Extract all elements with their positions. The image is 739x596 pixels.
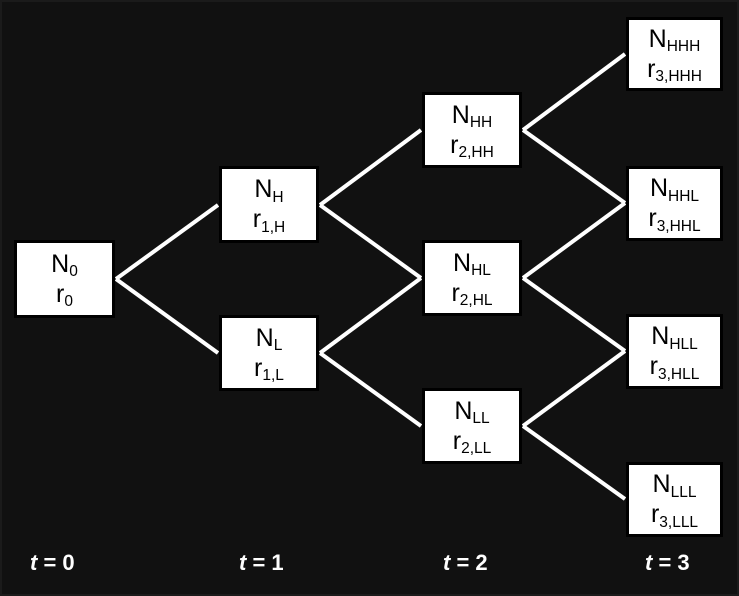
node-state-subscript: HL (471, 262, 491, 280)
node-state-subscript: H (272, 188, 284, 206)
node-state-subscript: HHL (668, 187, 700, 205)
node-state-label: NHL (453, 248, 491, 280)
node-rate-subscript: 3,HHH (655, 68, 702, 86)
time-value: = 1 (246, 550, 284, 575)
node-state-subscript: HLL (669, 335, 698, 353)
node-rate-subscript: 1,H (261, 218, 286, 236)
node-rate-subscript: 0 (64, 293, 73, 311)
node-rate-label: r2,HL (451, 278, 493, 310)
node-state-label: NHHL (649, 174, 700, 205)
tree-edge-nLL-to-nHLL (521, 349, 627, 428)
time-label-t1: t = 1 (239, 550, 284, 576)
node-rate-label: r1,H (252, 205, 286, 236)
node-state-label: NH (254, 175, 284, 206)
node-rate-label: r0 (56, 279, 73, 311)
time-value: = 0 (37, 550, 75, 575)
node-rate-label: r2,LL (452, 426, 492, 458)
tree-edge-nHL-to-nHLL (521, 276, 627, 353)
time-label-t3: t = 3 (645, 550, 690, 576)
tree-edge-n0-to-nH (114, 203, 220, 281)
node-rate-label: r3,HHH (647, 54, 702, 86)
time-label-t0: t = 0 (30, 550, 75, 576)
tree-edge-n0-to-nL (114, 277, 220, 355)
time-value: = 2 (450, 550, 488, 575)
time-variable: t (239, 550, 247, 575)
node-state-label: NLL (454, 396, 490, 428)
node-state-subscript: LL (472, 410, 490, 428)
node-state-label: N0 (51, 249, 78, 281)
time-variable: t (30, 550, 38, 575)
node-state-subscript: L (273, 337, 283, 355)
node-state-subscript: HHH (666, 38, 701, 56)
node-state-label: NHLL (651, 322, 698, 353)
node-state-label: NL (255, 323, 283, 355)
node-rate-label: r3,HHL (648, 204, 701, 235)
node-rate-subscript: 2,HH (458, 144, 494, 162)
node-rate-label: r3,LLL (650, 500, 699, 531)
node-rate-subscript: 2,HL (459, 292, 493, 310)
tree-edge-nL-to-nLL (318, 351, 423, 428)
node-state-label: NLLL (652, 470, 697, 501)
tree-edge-nH-to-nHL (318, 203, 423, 280)
node-state-label: NHHH (648, 24, 701, 56)
time-value: = 3 (652, 550, 690, 575)
tree-edge-nH-to-nHH (318, 128, 423, 207)
node-rate-subscript: 3,LLL (659, 513, 699, 531)
node-state-label: NHH (451, 100, 493, 132)
node-rate-subscript: 2,LL (461, 440, 492, 458)
tree-edge-nL-to-nHL (318, 276, 423, 355)
tree-edge-nHH-to-nHHH (521, 52, 627, 132)
node-state-subscript: 0 (69, 263, 78, 281)
node-rate-subscript: 1,L (262, 367, 284, 385)
node-state-subscript: LLL (670, 483, 697, 501)
node-rate-label: r1,L (254, 353, 284, 385)
time-variable: t (645, 550, 653, 575)
tree-edge-nHH-to-nHHL (521, 128, 627, 205)
node-state-subscript: HH (469, 114, 493, 132)
tree-edge-nHL-to-nHHL (521, 201, 627, 280)
node-rate-subscript: 3,HLL (657, 365, 700, 383)
node-rate-label: r2,HH (450, 130, 494, 162)
time-variable: t (443, 550, 451, 575)
node-rate-subscript: 3,HHL (656, 217, 701, 235)
tree-edge-nLL-to-nLLL (521, 424, 627, 501)
time-label-t2: t = 2 (443, 550, 488, 576)
node-rate-label: r3,HLL (649, 352, 700, 383)
